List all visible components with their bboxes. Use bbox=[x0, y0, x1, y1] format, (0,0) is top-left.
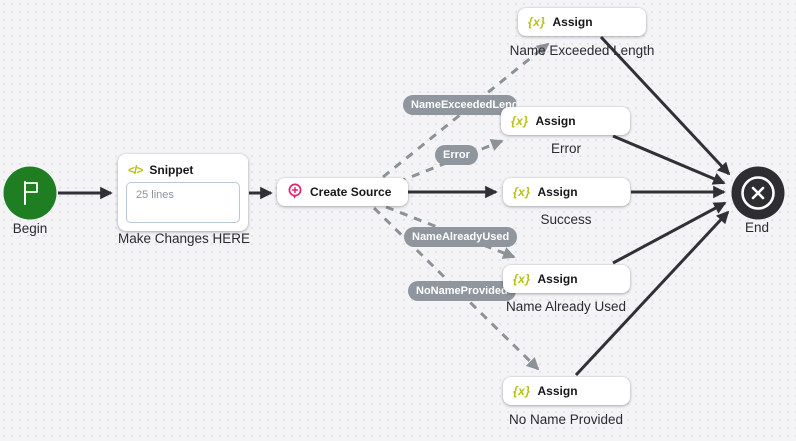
edge-create-source-to-error bbox=[397, 139, 504, 184]
assign-variable-icon: {x} bbox=[511, 114, 529, 128]
assign-variable-icon: {x} bbox=[528, 15, 546, 29]
assign-title: Assign bbox=[535, 114, 576, 128]
begin-label: Begin bbox=[12, 221, 48, 236]
assign-node-success[interactable]: {x} Assign bbox=[503, 178, 630, 206]
snippet-node[interactable]: </> Snippet 25 lines bbox=[118, 154, 248, 231]
assign-label-success: Success bbox=[540, 212, 592, 227]
assign-label-no-name-provided: No Name Provided bbox=[508, 412, 624, 427]
assign-node-error[interactable]: {x} Assign bbox=[501, 107, 630, 135]
code-icon: </> bbox=[128, 163, 143, 177]
edge-name-already-used-to-end bbox=[612, 201, 727, 265]
pin-plus-icon bbox=[288, 183, 302, 199]
edge-label-name-already-used: NameAlreadyUsed bbox=[404, 227, 518, 247]
assign-label-error: Error bbox=[551, 141, 581, 156]
create-source-node[interactable]: Create Source bbox=[277, 178, 408, 206]
assign-node-no-name-provided[interactable]: {x} Assign bbox=[503, 377, 630, 405]
assign-title: Assign bbox=[537, 185, 578, 199]
assign-variable-icon: {x} bbox=[513, 185, 531, 199]
assign-title: Assign bbox=[537, 384, 578, 398]
assign-variable-icon: {x} bbox=[513, 384, 531, 398]
begin-node[interactable] bbox=[3, 166, 57, 220]
assign-node-name-already-used[interactable]: {x} Assign bbox=[503, 265, 630, 293]
edge-error-to-end bbox=[612, 134, 726, 185]
assign-label-name-already-used: Name Already Used bbox=[505, 299, 627, 314]
assign-label-name-exceeded-length: Name Exceeded Length bbox=[509, 43, 655, 58]
edge-no-name-provided-to-end bbox=[574, 210, 730, 377]
end-node[interactable] bbox=[731, 166, 785, 220]
snippet-label: Make Changes HERE bbox=[117, 231, 251, 246]
end-label: End bbox=[744, 220, 770, 235]
flag-icon bbox=[3, 166, 57, 220]
edge-create-source-to-name-already-used bbox=[385, 205, 516, 259]
edge-name-exceeded-to-end bbox=[599, 35, 731, 176]
edge-label-error: Error bbox=[435, 145, 478, 165]
snippet-body[interactable]: 25 lines bbox=[126, 182, 240, 223]
assign-title: Assign bbox=[537, 272, 578, 286]
create-source-title: Create Source bbox=[310, 185, 392, 199]
assign-title: Assign bbox=[552, 15, 593, 29]
assign-variable-icon: {x} bbox=[513, 272, 531, 286]
snippet-header: </> Snippet bbox=[126, 163, 240, 177]
end-x-icon bbox=[731, 166, 785, 220]
snippet-title: Snippet bbox=[149, 163, 194, 177]
assign-node-name-exceeded-length[interactable]: {x} Assign bbox=[518, 8, 646, 36]
edge-label-no-name-provided: NoNameProvided bbox=[408, 281, 516, 301]
